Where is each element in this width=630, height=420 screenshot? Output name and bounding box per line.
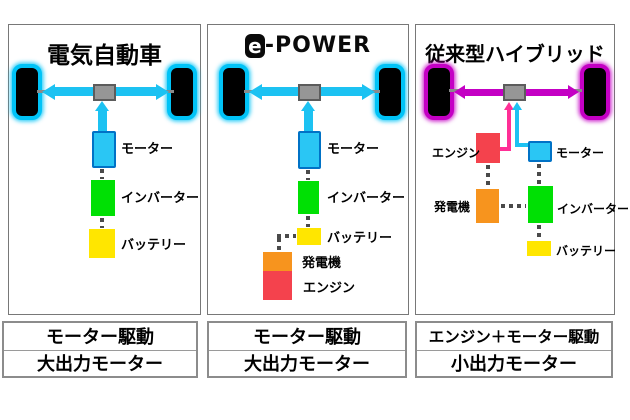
connector-dotted bbox=[277, 238, 281, 251]
battery-box bbox=[527, 241, 551, 256]
arrow-up-head-icon bbox=[95, 101, 109, 111]
arrow-right bbox=[116, 87, 156, 96]
engine-box bbox=[263, 271, 292, 300]
engine-line-arrowhead-icon bbox=[504, 102, 514, 110]
motor-line-arrowhead-icon bbox=[512, 102, 522, 110]
motor-line-vertical bbox=[515, 109, 519, 147]
epower-logo: e -POWER bbox=[208, 34, 408, 58]
battery-label: バッテリー bbox=[327, 231, 393, 246]
arrow-right-head-icon bbox=[156, 83, 169, 100]
inverter-box bbox=[91, 180, 115, 216]
panel-hybrid-title: 従来型ハイブリッド bbox=[425, 42, 605, 66]
drive-type-label: モーター駆動 bbox=[253, 327, 361, 349]
inverter-box bbox=[528, 186, 553, 223]
connector-dotted bbox=[537, 164, 541, 184]
motor-label: モーター bbox=[556, 146, 605, 160]
panel-ev-title: 電気自動車 bbox=[47, 43, 162, 69]
battery-box bbox=[89, 229, 115, 258]
drive-type-label: エンジン＋モーター駆動 bbox=[428, 328, 600, 347]
connector-dotted bbox=[486, 165, 490, 187]
footer-hybrid: エンジン＋モーター駆動 小出力モーター bbox=[415, 321, 613, 378]
generator-box bbox=[263, 252, 292, 271]
inverter-label: インバーター bbox=[557, 202, 630, 216]
arrow-left bbox=[262, 87, 298, 96]
motor-output-label: 小出力モーター bbox=[417, 349, 611, 377]
generator-label: 発電機 bbox=[302, 256, 342, 271]
engine-label: エンジン bbox=[303, 281, 356, 296]
epower-e-badge-icon: e bbox=[244, 34, 265, 58]
drive-type-label: モーター駆動 bbox=[46, 327, 154, 349]
connector-dotted bbox=[537, 225, 541, 240]
engine-line-vertical bbox=[507, 109, 511, 151]
arrow-up-head-icon bbox=[301, 101, 315, 111]
arrow-up bbox=[98, 110, 107, 131]
arrow-up bbox=[304, 110, 313, 131]
connector-dotted bbox=[306, 216, 310, 227]
inverter-box bbox=[298, 181, 319, 214]
motor-box bbox=[528, 141, 552, 162]
motor-output-label: 大出力モーター bbox=[4, 349, 196, 377]
battery-label: バッテリー bbox=[556, 244, 617, 258]
arrow-right-head-icon bbox=[568, 85, 579, 99]
engine-box bbox=[476, 133, 500, 163]
engine-label: エンジン bbox=[432, 146, 481, 160]
arrow-left-head-icon bbox=[249, 83, 262, 100]
wheel-icon bbox=[580, 64, 610, 120]
motor-line-horizontal bbox=[518, 143, 528, 147]
arrow-right-head-icon bbox=[362, 83, 375, 100]
epower-logo-text: -POWER bbox=[264, 33, 372, 58]
panel-ev: 電気自動車 モーター インバーター バッテリー bbox=[8, 24, 201, 315]
gearbox bbox=[93, 84, 116, 101]
arrow-left-head-icon bbox=[42, 83, 55, 100]
generator-box bbox=[476, 189, 499, 223]
motor-box bbox=[92, 131, 116, 168]
arrow-left bbox=[465, 88, 503, 96]
wheel-icon bbox=[424, 64, 454, 120]
connector-dotted bbox=[277, 234, 296, 238]
arrow-right bbox=[321, 87, 362, 96]
footer-ev: モーター駆動 大出力モーター bbox=[2, 321, 198, 378]
battery-label: バッテリー bbox=[121, 238, 187, 253]
connector-dotted bbox=[100, 218, 104, 228]
motor-output-label: 大出力モーター bbox=[209, 349, 405, 377]
connector-dotted bbox=[501, 204, 526, 208]
connector-dotted bbox=[306, 170, 310, 180]
arrow-left-head-icon bbox=[454, 85, 465, 99]
inverter-label: インバーター bbox=[121, 191, 200, 206]
connector-dotted bbox=[100, 169, 104, 179]
engine-line-horizontal bbox=[500, 147, 509, 151]
gearbox bbox=[503, 84, 526, 101]
arrow-right bbox=[526, 88, 568, 96]
arrow-left bbox=[55, 87, 93, 96]
motor-label: モーター bbox=[327, 142, 380, 157]
generator-label: 発電機 bbox=[434, 200, 471, 214]
motor-box bbox=[298, 131, 321, 169]
motor-label: モーター bbox=[121, 142, 174, 157]
footer-epower: モーター駆動 大出力モーター bbox=[207, 321, 407, 378]
inverter-label: インバーター bbox=[327, 191, 406, 206]
panel-epower: e -POWER モーター インバーター バッテリー 発電機 エンジン bbox=[207, 24, 409, 315]
battery-box bbox=[297, 228, 321, 245]
panel-hybrid: 従来型ハイブリッド エンジン モーター 発電機 インバーター バッテリー bbox=[415, 24, 629, 315]
gearbox bbox=[298, 84, 321, 101]
